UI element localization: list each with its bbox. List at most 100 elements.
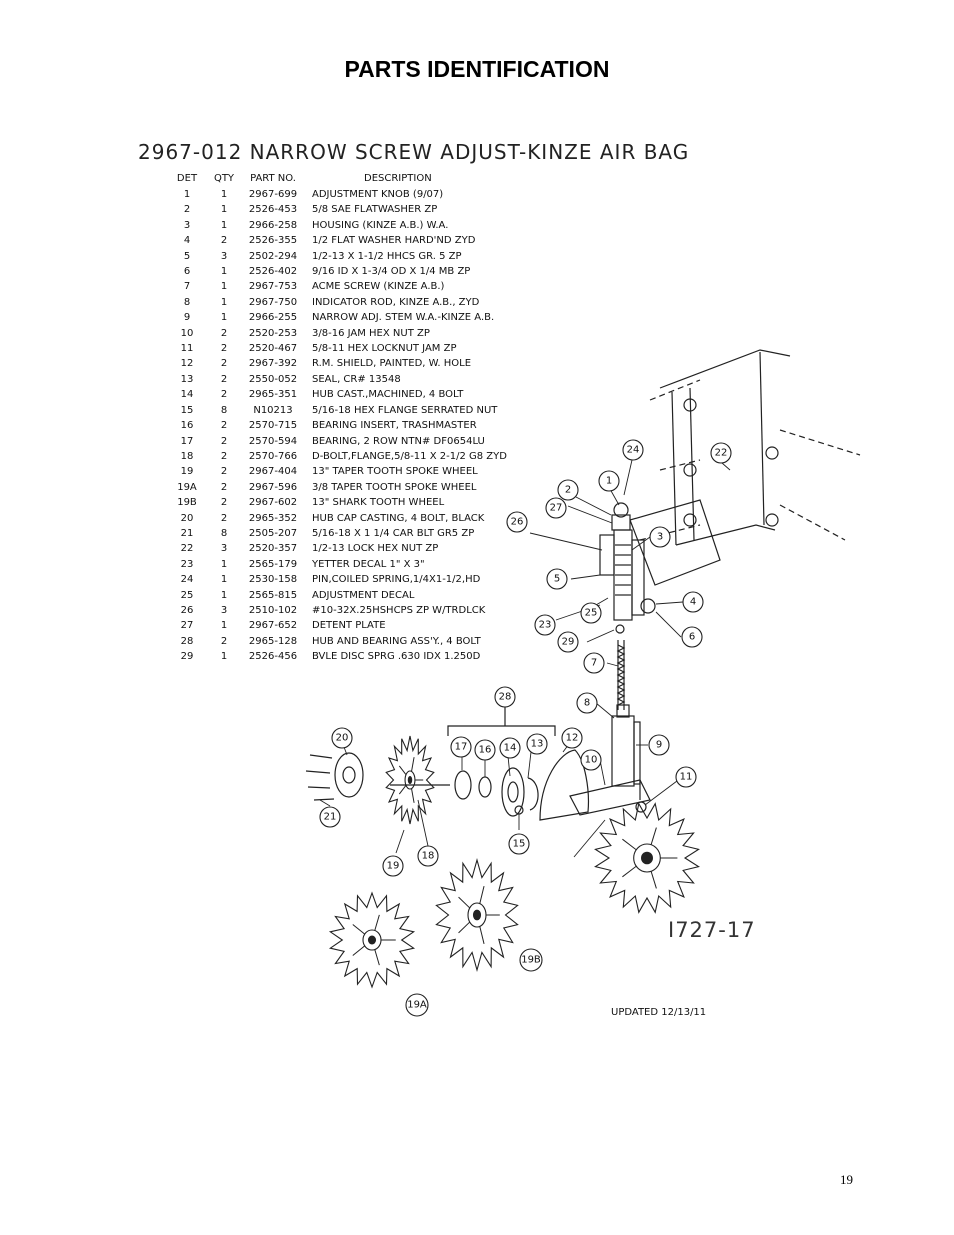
cell-description: HOUSING (KINZE A.B.) W.A. [312,219,449,231]
cell-qty: 8 [220,527,228,539]
callout-circle [382,855,404,877]
callout-label: 2 [565,485,571,496]
cell-part-no: 2967-750 [248,296,298,308]
cell-qty: 2 [220,420,228,432]
cell-det: 27 [180,620,194,632]
callout-circle [508,833,530,855]
cell-description: 9/16 ID X 1-3/4 OD X 1/4 MB ZP [312,266,471,278]
callout-19: 19 [382,855,404,877]
spoke-wheels [328,735,700,989]
callout-label: 7 [591,658,597,669]
updated-date: UPDATED 12/13/11 [611,1007,707,1018]
callout-label: 26 [511,517,524,528]
callout-circle [598,470,620,492]
header-det: DET [176,173,198,185]
callout-8: 8 [576,692,598,714]
callout-circle [319,806,341,828]
callout-circle [649,526,671,548]
cell-qty: 2 [220,635,228,647]
cell-part-no: 2565-179 [248,558,298,570]
cell-det: 12 [180,358,194,370]
cell-part-no: 2520-357 [248,543,298,555]
callout-label: 6 [689,632,695,643]
cell-det: 19 [180,466,194,478]
callout-label: 15 [513,839,526,850]
cell-description: 1/2-13 X 1-1/2 HHCS GR. 5 ZP [312,250,462,262]
callout-label: 10 [585,755,598,766]
cell-det: 23 [180,558,194,570]
page-number: 19 [840,1172,853,1187]
cell-qty: 1 [220,189,228,200]
cell-description: HUB AND BEARING ASS'Y., 4 BOLT [312,635,481,647]
cell-qty: 3 [220,604,228,616]
callout-7: 7 [583,652,605,674]
callout-13: 13 [526,733,548,755]
cell-description: DETENT PLATE [312,620,386,632]
cell-det: 9 [183,312,191,324]
callout-label: 27 [550,503,563,514]
callout-label: 3 [657,532,663,543]
callout-circle [675,766,697,788]
callout-label: 12 [566,733,579,744]
callout-26: 26 [506,511,528,533]
cell-description: 3/8-16 JAM HEX NUT ZP [312,327,430,339]
callout-label: 25 [585,608,598,619]
callout-circle [710,442,732,464]
cell-part-no: 2505-207 [248,527,298,539]
page-title: PARTS IDENTIFICATION [344,56,610,82]
callout-3: 3 [649,526,671,548]
cell-description: 5/16-18 HEX FLANGE SERRATED NUT [312,404,498,416]
assembly-title: 2967-012 NARROW SCREW ADJUST-KINZE AIR B… [138,140,690,164]
cell-det: 4 [183,235,191,247]
cell-det: 28 [180,635,194,647]
cell-qty: 2 [220,435,228,447]
header-part-no: PART NO. [250,173,296,185]
cell-description: 3/8 TAPER TOOTH SPOKE WHEEL [312,481,477,493]
callout-label: 13 [531,739,544,750]
cell-qty: 3 [220,543,228,555]
cell-part-no: 2570-594 [248,435,298,447]
cell-qty: 1 [220,281,228,293]
callout-17: 17 [450,736,472,758]
cell-qty: 1 [220,558,228,570]
callout-circle [499,737,521,759]
callout-1: 1 [598,470,620,492]
cell-det: 20 [180,512,194,524]
callout-circle [580,749,602,771]
cell-part-no: 2967-602 [248,497,298,509]
callout-circle [557,479,579,501]
cell-qty: 1 [220,219,228,231]
callout-label: 11 [680,772,693,783]
callout-circle [681,626,703,648]
cell-qty: 2 [220,497,228,509]
callout-6: 6 [681,626,703,648]
cell-part-no: 2966-255 [248,312,298,324]
cell-description: YETTER DECAL 1" X 3" [312,558,425,570]
cell-description: 5/8 SAE FLATWASHER ZP [312,204,438,216]
cell-qty: 2 [220,373,228,385]
callout-28: 28 [494,686,516,708]
callout-label: 22 [715,448,728,459]
hub-assembly [454,767,539,817]
callout-label: 1 [606,476,612,487]
cell-description: D-BOLT,FLANGE,5/8-11 X 2-1/2 G8 ZYD [312,450,507,462]
callout-circle [519,948,543,972]
callout-label: 21 [324,812,337,823]
callout-label: 16 [479,745,492,756]
cell-det: 3 [183,219,191,231]
cell-part-no: 2967-699 [248,189,298,200]
callout-circle [506,511,528,533]
cell-qty: 1 [220,620,228,632]
callout-label: 24 [627,445,640,456]
cell-part-no: 2502-294 [248,250,298,262]
cell-qty: 1 [220,296,228,308]
cell-det: 7 [183,281,191,293]
cell-part-no: 2526-355 [248,235,298,247]
